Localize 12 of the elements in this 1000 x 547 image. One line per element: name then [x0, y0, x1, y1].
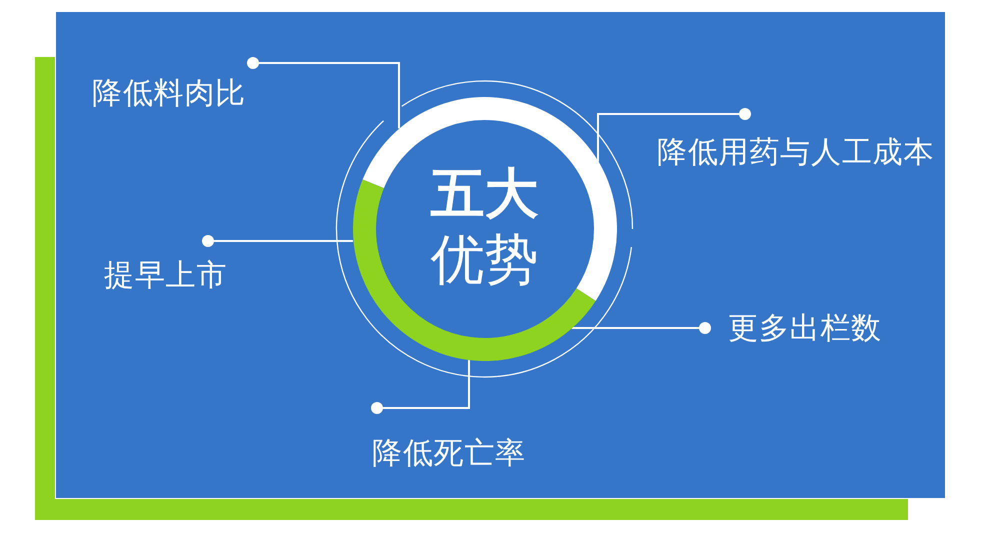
leader-line: [572, 322, 711, 334]
advantage-label: 提早上市: [104, 261, 228, 291]
leader-line: [247, 57, 400, 128]
advantage-label: 降低用药与人工成本: [657, 138, 934, 168]
leader-line: [597, 108, 751, 162]
advantage-label: 降低死亡率: [372, 439, 526, 469]
center-title: 五大: [430, 167, 538, 221]
center-title: 优势: [430, 233, 538, 287]
leader-line: [202, 235, 354, 247]
leader-line: [371, 360, 470, 414]
advantage-label: 更多出栏数: [728, 314, 882, 344]
advantage-label: 降低料肉比: [92, 79, 246, 109]
